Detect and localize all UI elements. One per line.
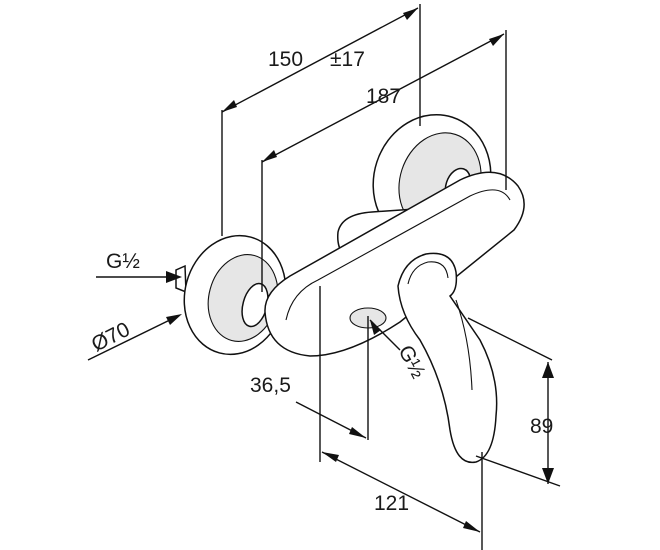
dim-187: 187	[366, 85, 401, 108]
dim-36-5: 36,5	[250, 374, 291, 397]
dim-diameter: Ø70	[88, 318, 134, 357]
dim-89: 89	[530, 415, 553, 438]
dim-150: 150	[268, 48, 303, 71]
dim-121: 121	[374, 492, 409, 515]
dimension-lines	[87, 4, 561, 550]
lever-handle	[397, 252, 498, 464]
dim-thread-inlet: G½	[106, 250, 140, 273]
dim-tolerance: ±17	[330, 48, 365, 71]
